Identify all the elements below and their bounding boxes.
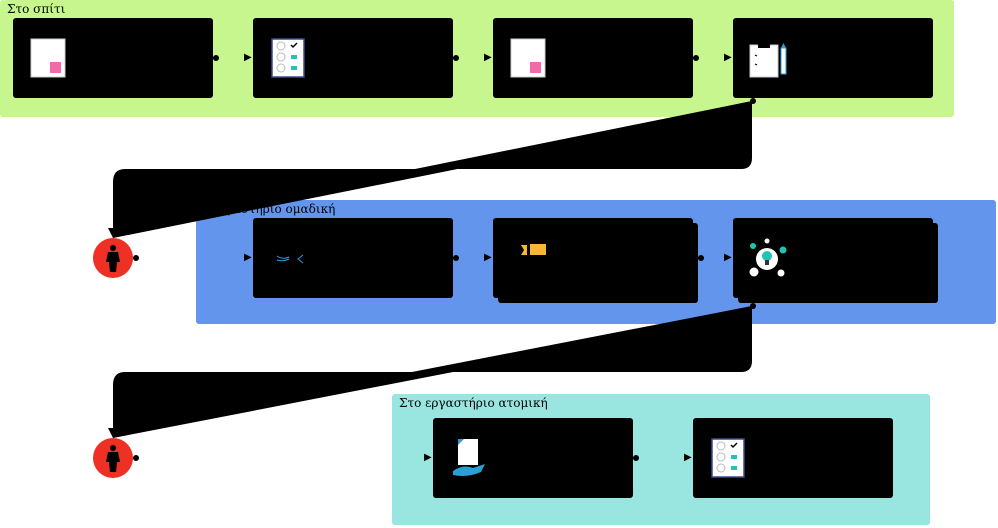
connector-dot	[750, 303, 756, 309]
document-icon	[510, 38, 546, 78]
person-badge	[93, 238, 133, 278]
connector-dot	[698, 255, 704, 261]
arrow-right-icon: ▶	[484, 252, 492, 263]
connector-dot	[633, 455, 639, 461]
connector-dot	[213, 55, 219, 61]
home-step-3-box[interactable]	[493, 18, 693, 98]
connector-group-diagonal	[113, 306, 752, 438]
connector-home-diagonal	[113, 101, 752, 238]
connector-arrowhead-2	[108, 428, 118, 438]
tag-icon	[521, 244, 546, 255]
arrow-right-icon: ▶	[684, 452, 692, 463]
connector-dot	[133, 255, 139, 261]
connector-dot	[750, 98, 756, 104]
arrow-right-icon: ▶	[484, 52, 492, 63]
individual-zone-label: Στο εργαστήριο ατομική	[399, 396, 548, 410]
checklist-icon	[271, 38, 305, 78]
arrow-right-icon: ▶	[724, 52, 732, 63]
group-step-2-box[interactable]	[493, 218, 693, 298]
home-step-1-box[interactable]	[13, 18, 213, 98]
hand-document-icon	[453, 439, 485, 476]
home-zone-label: Στο σπίτι	[7, 2, 66, 16]
checklist-icon	[711, 438, 745, 478]
group-step-3-box[interactable]	[733, 218, 933, 298]
connector-dot	[133, 455, 139, 461]
connector-dot	[453, 255, 459, 261]
document-icon	[30, 38, 66, 78]
group-step-1-box[interactable]	[253, 218, 453, 298]
connector-dot	[693, 55, 699, 61]
clipboard-pencil-icon	[749, 42, 787, 78]
person-icon	[93, 438, 133, 478]
individual-step-1-box[interactable]	[433, 418, 633, 498]
arrow-right-icon: ▶	[244, 52, 252, 63]
connector-arrowhead-1	[108, 228, 118, 238]
person-badge	[93, 438, 133, 478]
home-step-4-box[interactable]	[733, 18, 933, 98]
brainstorm-bulb-icon	[749, 238, 787, 277]
arrow-right-icon: ▶	[244, 252, 252, 263]
connector-dot	[453, 55, 459, 61]
arrow-right-icon: ▶	[724, 252, 732, 263]
home-step-2-box[interactable]	[253, 18, 453, 98]
individual-step-2-box[interactable]	[693, 418, 893, 498]
arrow-right-icon: ▶	[424, 452, 432, 463]
person-icon	[93, 238, 133, 278]
handshake-icon	[276, 254, 304, 264]
